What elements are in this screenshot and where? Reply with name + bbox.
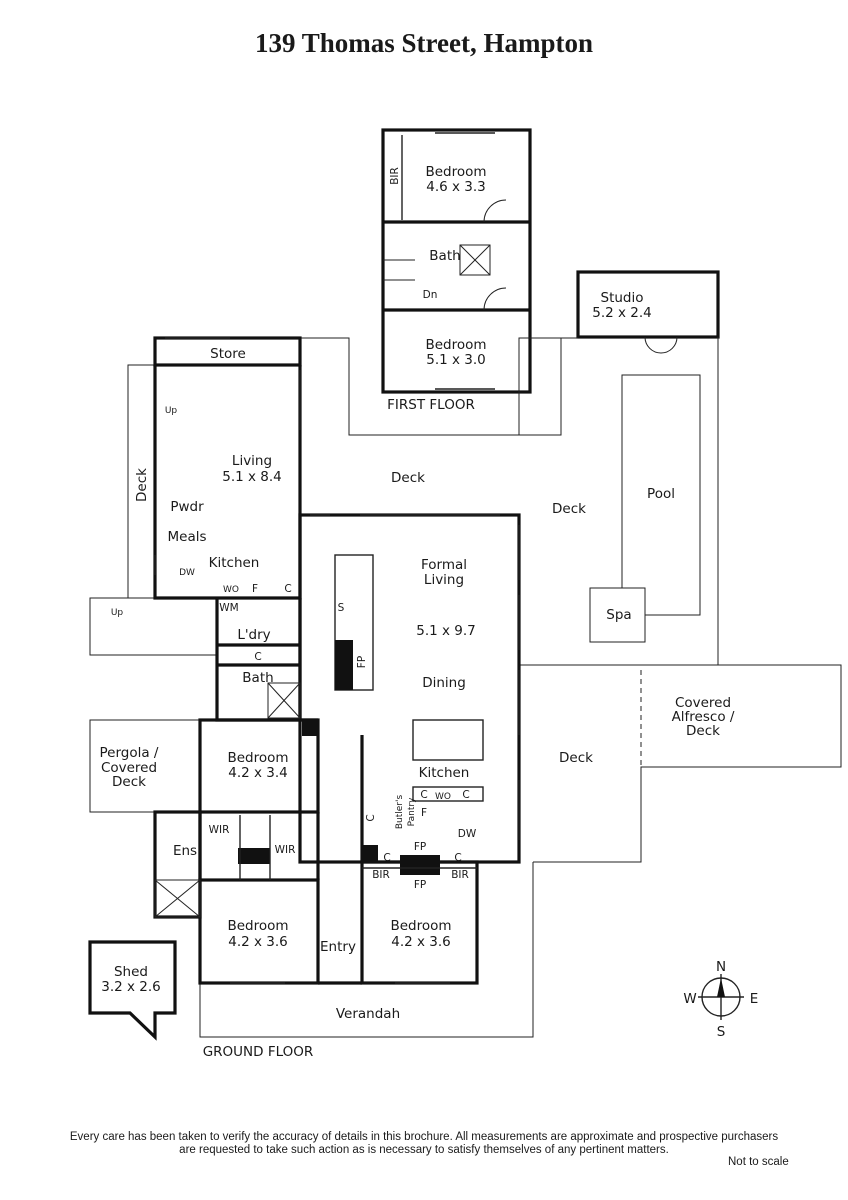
- room-name: Formal: [421, 557, 467, 573]
- ground-floor-walls: [88, 336, 521, 1041]
- room-name: Bedroom: [425, 337, 486, 353]
- room-name: Living: [232, 453, 272, 469]
- shelf-label: S: [338, 602, 345, 614]
- cupboard-label: C: [462, 789, 469, 801]
- outdoor-lines: [89, 337, 842, 1038]
- cupboard-label: C: [383, 852, 390, 864]
- room-size: 5.1 x 8.4: [222, 469, 282, 485]
- pergola-label: Covered: [101, 760, 157, 776]
- room-name: Bedroom: [425, 164, 486, 180]
- disclaimer-line: Every care has been taken to verify the …: [69, 1131, 779, 1143]
- spa-label: Spa: [606, 607, 631, 623]
- room-name: L'dry: [237, 627, 270, 643]
- room-size: 4.6 x 3.3: [426, 179, 486, 195]
- deck-label: Deck: [559, 750, 593, 766]
- room-name: Pwdr: [170, 499, 204, 515]
- room-name: Bedroom: [390, 918, 451, 934]
- room-name: Meals: [167, 529, 206, 545]
- pergola-label: Pergola /: [100, 745, 159, 761]
- studio-walls: [576, 270, 720, 339]
- room-name: Shed: [114, 964, 148, 980]
- wall-oven-label: WO: [435, 792, 451, 802]
- cupboard-label: C: [284, 583, 291, 595]
- pool-label: Pool: [647, 486, 675, 502]
- room-name: Kitchen: [419, 765, 470, 781]
- room-size: 3.2 x 2.6: [101, 979, 161, 995]
- fridge-label: F: [421, 807, 427, 819]
- compass-north: N: [716, 959, 726, 975]
- pool-outline: [621, 374, 701, 616]
- first-floor-walls: [381, 128, 532, 394]
- fireplace-label: FP: [414, 879, 426, 891]
- alfresco-label: Deck: [686, 723, 720, 739]
- spa-outline: [589, 587, 646, 643]
- dishwasher-label: DW: [179, 568, 195, 578]
- room-size: 4.2 x 3.6: [228, 934, 288, 950]
- compass-icon: [698, 974, 744, 1020]
- stairs-up-label: Up: [111, 608, 124, 618]
- disclaimer-line: are requested to take such action as is …: [179, 1144, 669, 1156]
- deck-label: Deck: [552, 501, 586, 517]
- stairs-up-label: Up: [165, 406, 178, 416]
- pergola-label: Deck: [112, 774, 146, 790]
- room-name: Entry: [320, 939, 356, 955]
- not-to-scale-note: Not to scale: [728, 1156, 789, 1168]
- fridge-label: F: [252, 583, 258, 595]
- room-name: Studio: [601, 290, 644, 306]
- fireplace-label: FP: [414, 841, 426, 853]
- butlers-pantry-label: Pantry: [407, 797, 417, 826]
- cupboard-label: C: [365, 814, 377, 821]
- bir-label: BIR: [389, 167, 401, 185]
- stairs-down-label: Dn: [423, 289, 438, 301]
- room-name: Bath: [242, 670, 273, 686]
- room-size: 5.1 x 9.7: [416, 623, 476, 639]
- room-name: Bedroom: [227, 918, 288, 934]
- disclaimer: Every care has been taken to verify the …: [0, 1131, 848, 1157]
- floor-label: GROUND FLOOR: [203, 1044, 314, 1060]
- cupboard-label: C: [454, 852, 461, 864]
- dishwasher-label: DW: [458, 828, 477, 840]
- wir-label: WIR: [209, 824, 230, 836]
- page-title: 139 Thomas Street, Hampton: [254, 28, 593, 58]
- alfresco-label: Covered: [675, 695, 731, 711]
- room-name: Ens: [173, 843, 197, 859]
- room-size: 4.2 x 3.4: [228, 765, 288, 781]
- compass-east: E: [750, 991, 759, 1007]
- bir-label: BIR: [451, 869, 469, 881]
- room-name: Bath: [429, 248, 460, 264]
- wir-label: WIR: [275, 844, 296, 856]
- room-name: Store: [210, 346, 246, 362]
- fireplace-label: FP: [356, 656, 368, 668]
- deck-label: Deck: [134, 468, 150, 502]
- wall-oven-label: WO: [223, 585, 239, 595]
- deck-label: Deck: [391, 470, 425, 486]
- washing-machine-label: WM: [219, 602, 238, 614]
- cupboard-label: C: [254, 651, 261, 663]
- bir-label: BIR: [372, 869, 390, 881]
- verandah-label: Verandah: [336, 1006, 400, 1022]
- room-size: 4.2 x 3.6: [391, 934, 451, 950]
- room-name: Dining: [422, 675, 466, 691]
- compass-south: S: [717, 1024, 726, 1040]
- alfresco-label: Alfresco /: [672, 709, 735, 725]
- floor-label: FIRST FLOOR: [387, 397, 475, 413]
- room-name: Living: [424, 572, 464, 588]
- cupboard-label: C: [420, 789, 427, 801]
- room-name: Bedroom: [227, 750, 288, 766]
- room-size: 5.1 x 3.0: [426, 352, 486, 368]
- room-name: Kitchen: [209, 555, 260, 571]
- butlers-pantry-label: Butler's: [395, 795, 405, 830]
- compass-west: W: [683, 991, 696, 1007]
- room-size: 5.2 x 2.4: [592, 305, 652, 321]
